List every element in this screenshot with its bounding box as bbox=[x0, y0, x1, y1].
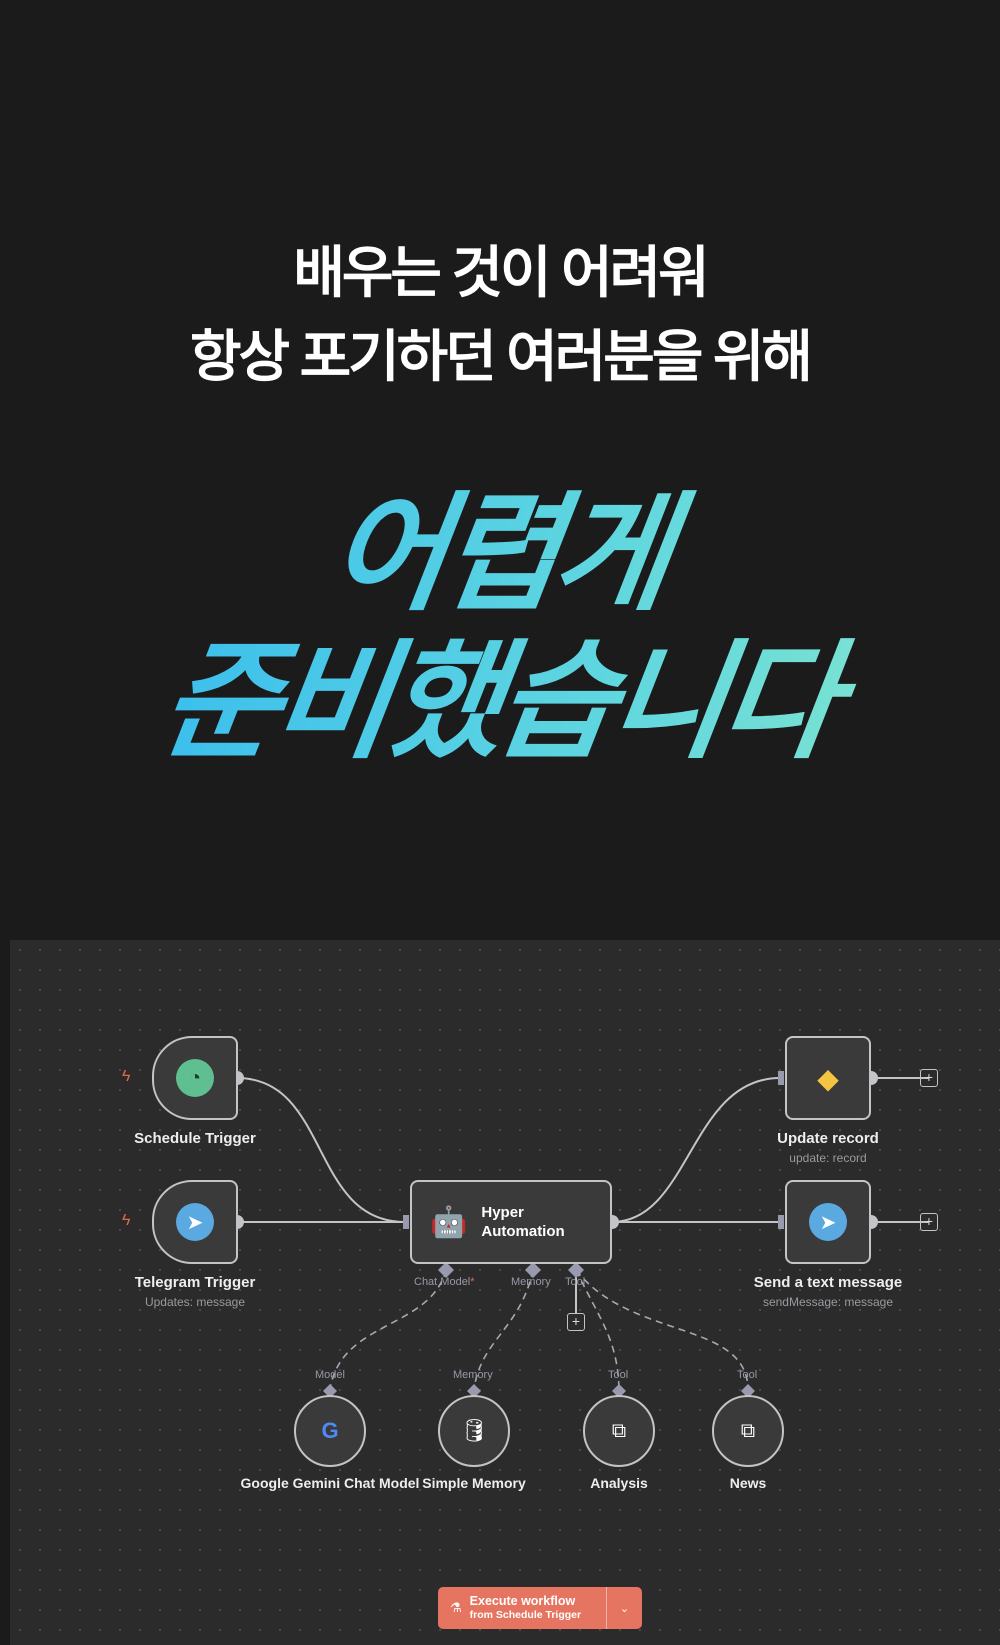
telegram-trigger-sub: Updates: message bbox=[144, 1295, 246, 1309]
sitemap-icon: ⧉ bbox=[611, 1419, 627, 1442]
send-message-sub: sendMessage: message bbox=[762, 1295, 894, 1309]
workflow-canvas[interactable]: ϟ ◔ Schedule Trigger ϟ ➤ Telegram Trigge… bbox=[10, 940, 1000, 1645]
gemini-label: Google Gemini Chat Model bbox=[240, 1475, 420, 1491]
sitemap-icon: ⧉ bbox=[740, 1419, 756, 1442]
port-memory: Memory bbox=[511, 1276, 551, 1288]
agent-label-2: Automation bbox=[481, 1223, 565, 1240]
execute-workflow-button[interactable]: ⚗ Execute workflow from Schedule Trigger… bbox=[438, 1587, 642, 1629]
update-record-label: Update record bbox=[777, 1130, 879, 1147]
execute-sub: from Schedule Trigger bbox=[469, 1609, 582, 1621]
telegram-trigger-node[interactable]: ➤ bbox=[152, 1180, 238, 1264]
execute-title: Execute workflow bbox=[469, 1594, 576, 1608]
headline-big2: 준비했습니다 bbox=[0, 598, 1000, 783]
send-message-label: Send a text message bbox=[753, 1274, 903, 1291]
gemini-node[interactable]: G bbox=[294, 1395, 366, 1467]
chevron-down-icon[interactable]: ⌄ bbox=[606, 1587, 642, 1629]
flask-icon: ⚗ bbox=[450, 1600, 462, 1615]
telegram-trigger-label: Telegram Trigger bbox=[134, 1274, 256, 1291]
port-tool-sub: Tool bbox=[737, 1369, 758, 1381]
schedule-trigger-label: Schedule Trigger bbox=[134, 1130, 256, 1147]
news-label: News bbox=[729, 1475, 767, 1491]
trigger-bolt-icon: ϟ bbox=[122, 1068, 131, 1085]
clock-icon: ◔ bbox=[176, 1059, 214, 1097]
connections bbox=[230, 1071, 929, 1398]
send-message-node[interactable]: ➤ bbox=[785, 1180, 871, 1264]
news-node[interactable]: ⧉ bbox=[712, 1395, 784, 1467]
telegram-icon: ➤ bbox=[809, 1203, 847, 1241]
trigger-bolt-icon: ϟ bbox=[122, 1212, 131, 1229]
analysis-node[interactable]: ⧉ bbox=[583, 1395, 655, 1467]
add-node-button[interactable]: + bbox=[920, 1213, 938, 1231]
schedule-trigger-node[interactable]: ◔ bbox=[152, 1036, 238, 1120]
update-record-sub: update: record bbox=[789, 1151, 867, 1165]
analysis-label: Analysis bbox=[590, 1475, 648, 1491]
headline-line1: 배우는 것이 어려워 bbox=[293, 241, 709, 304]
add-tool-button[interactable]: + bbox=[567, 1313, 585, 1331]
add-node-button[interactable]: + bbox=[920, 1069, 938, 1087]
port-tool-sub: Tool bbox=[608, 1369, 629, 1381]
robot-icon: 🤖 bbox=[430, 1205, 468, 1239]
memory-node[interactable]: 🛢 bbox=[438, 1395, 510, 1467]
headline-line2: 항상 포기하던 여러분을 위해 bbox=[190, 325, 813, 388]
airtable-icon: ◆ bbox=[817, 1062, 839, 1094]
port-model: Model bbox=[315, 1369, 345, 1381]
memory-label: Simple Memory bbox=[422, 1475, 526, 1491]
port-tool: Tool bbox=[565, 1276, 586, 1288]
agent-label-1: Hyper bbox=[481, 1204, 524, 1221]
port-chat-model: Chat Model* bbox=[414, 1276, 475, 1288]
database-icon: 🛢 bbox=[460, 1418, 488, 1443]
google-icon: G bbox=[321, 1418, 339, 1443]
port-memory-sub: Memory bbox=[453, 1369, 493, 1381]
agent-node[interactable]: 🤖 Hyper Automation bbox=[410, 1180, 612, 1264]
update-record-node[interactable]: ◆ bbox=[785, 1036, 871, 1120]
telegram-icon: ➤ bbox=[176, 1203, 214, 1241]
